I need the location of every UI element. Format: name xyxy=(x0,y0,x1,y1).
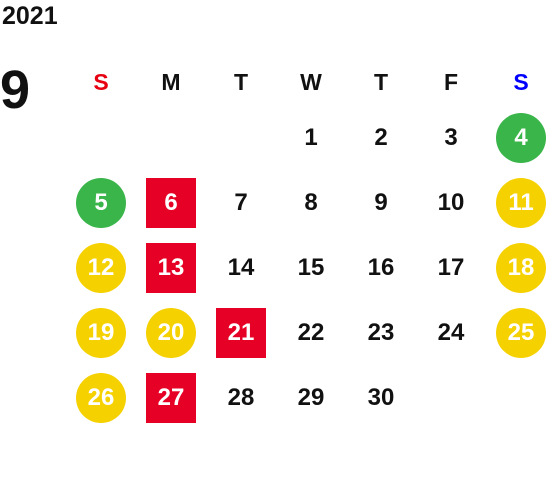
day-number: 25 xyxy=(496,307,546,358)
day-cell: 13 xyxy=(136,235,206,300)
day-number xyxy=(146,113,196,163)
day-cell: 22 xyxy=(276,300,346,365)
day-cell: 14 xyxy=(206,235,276,300)
day-number: 1 xyxy=(304,123,318,151)
week-row-3: 12 13 14 15 16 17 18 xyxy=(66,235,548,300)
day-number: 13 xyxy=(146,242,196,293)
day-number xyxy=(496,373,546,423)
day-number: 4 xyxy=(496,112,546,163)
day-cell: 1 xyxy=(276,105,346,170)
weekday-fri: F xyxy=(443,69,459,95)
calendar-grid: S M T W T F S 1 2 3 4 5 6 7 8 9 10 11 12… xyxy=(66,60,548,430)
weekday-mon: M xyxy=(161,69,181,95)
day-number: 14 xyxy=(227,253,255,281)
weekday-thu: T xyxy=(373,69,389,95)
weekday-header-row: S M T W T F S xyxy=(66,60,548,105)
day-cell: 3 xyxy=(416,105,486,170)
day-number: 20 xyxy=(146,307,196,358)
day-number: 18 xyxy=(496,242,546,293)
weekday-sun: S xyxy=(93,69,109,95)
day-cell: 16 xyxy=(346,235,416,300)
day-cell: 10 xyxy=(416,170,486,235)
day-number: 28 xyxy=(227,383,255,411)
day-cell: 15 xyxy=(276,235,346,300)
day-number: 9 xyxy=(374,188,388,216)
day-number: 3 xyxy=(444,123,458,151)
day-number: 27 xyxy=(146,372,196,423)
day-cell xyxy=(486,365,548,430)
month-number: 9 xyxy=(0,60,31,120)
day-cell: 28 xyxy=(206,365,276,430)
day-number: 30 xyxy=(367,383,395,411)
day-number: 24 xyxy=(437,318,465,346)
day-cell: 24 xyxy=(416,300,486,365)
weekday-tue: T xyxy=(233,69,249,95)
day-cell: 30 xyxy=(346,365,416,430)
day-cell: 11 xyxy=(486,170,548,235)
day-cell: 12 xyxy=(66,235,136,300)
day-number: 17 xyxy=(437,253,465,281)
day-cell: 29 xyxy=(276,365,346,430)
day-cell: 20 xyxy=(136,300,206,365)
week-row-5: 26 27 28 29 30 xyxy=(66,365,548,430)
week-row-1: 1 2 3 4 xyxy=(66,105,548,170)
day-number: 22 xyxy=(297,318,325,346)
day-number xyxy=(76,113,126,163)
week-row-2: 5 6 7 8 9 10 11 xyxy=(66,170,548,235)
day-cell: 5 xyxy=(66,170,136,235)
day-cell: 9 xyxy=(346,170,416,235)
day-cell: 8 xyxy=(276,170,346,235)
day-cell: 7 xyxy=(206,170,276,235)
day-cell xyxy=(206,105,276,170)
day-number: 8 xyxy=(304,188,318,216)
day-number: 6 xyxy=(146,177,196,228)
day-number: 11 xyxy=(496,177,546,228)
day-number: 21 xyxy=(216,307,266,358)
day-number: 12 xyxy=(76,242,126,293)
weekday-wed: W xyxy=(300,69,322,95)
day-cell: 23 xyxy=(346,300,416,365)
day-number: 15 xyxy=(297,253,325,281)
day-cell: 17 xyxy=(416,235,486,300)
day-number: 2 xyxy=(374,123,388,151)
year-label: 2021 xyxy=(2,2,58,30)
day-number: 19 xyxy=(76,307,126,358)
day-number xyxy=(216,113,266,163)
day-number xyxy=(426,373,476,423)
day-cell: 26 xyxy=(66,365,136,430)
day-cell: 4 xyxy=(486,105,548,170)
day-number: 23 xyxy=(367,318,395,346)
day-cell xyxy=(136,105,206,170)
week-row-4: 19 20 21 22 23 24 25 xyxy=(66,300,548,365)
day-cell: 27 xyxy=(136,365,206,430)
day-cell: 21 xyxy=(206,300,276,365)
day-cell: 19 xyxy=(66,300,136,365)
weekday-sat: S xyxy=(513,69,529,95)
day-cell xyxy=(66,105,136,170)
day-cell xyxy=(416,365,486,430)
day-cell: 6 xyxy=(136,170,206,235)
day-number: 7 xyxy=(234,188,248,216)
day-number: 16 xyxy=(367,253,395,281)
day-number: 29 xyxy=(297,383,325,411)
day-cell: 25 xyxy=(486,300,548,365)
day-cell: 18 xyxy=(486,235,548,300)
day-number: 26 xyxy=(76,372,126,423)
day-cell: 2 xyxy=(346,105,416,170)
day-number: 10 xyxy=(437,188,465,216)
day-number: 5 xyxy=(76,177,126,228)
